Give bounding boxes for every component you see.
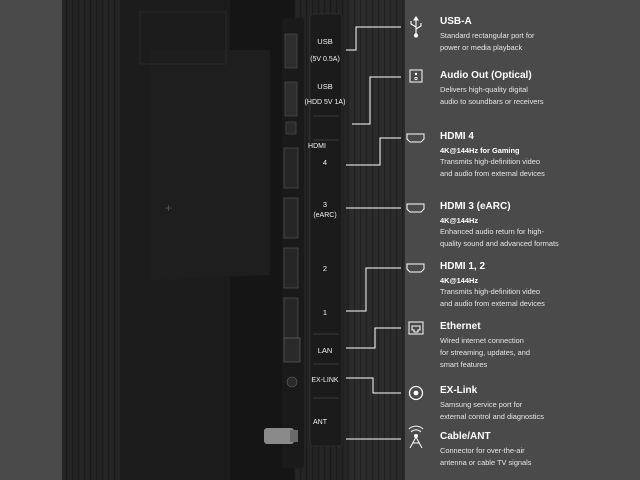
- strip-hdmi-header: HDMI: [308, 143, 326, 150]
- port-callout-exlink: EX-Link Samsung service port for externa…: [440, 385, 544, 423]
- port-callout-audio-out: Audio Out (Optical) Delivers high-qualit…: [440, 70, 544, 108]
- line-exlink: [346, 377, 401, 394]
- hdmi2-port: [283, 247, 299, 289]
- strip-exlink-label: EX-LINK: [311, 377, 339, 384]
- port-callout-ethernet: Ethernet Wired internet connection for s…: [440, 321, 530, 371]
- port-description: Standard rectangular port for power or m…: [440, 31, 535, 52]
- port-title: HDMI 3 (eARC): [440, 201, 511, 212]
- line-hdmi12: [346, 267, 401, 312]
- usb-a-port: [284, 33, 298, 69]
- info-area: [405, 0, 640, 480]
- port-label-strip: [309, 13, 343, 447]
- strip-usb-label: USB: [317, 37, 332, 46]
- port-callout-cable-ant: Cable/ANT Connector for over-the-air ant…: [440, 431, 531, 469]
- port-description: Delivers high-quality digital audio to s…: [440, 85, 544, 106]
- port-description: Transmits high-definition video and audi…: [440, 287, 545, 308]
- strip-hdmi1-number: 1: [323, 308, 327, 317]
- usb-hdd-port: [284, 81, 298, 117]
- line-optical: [352, 76, 401, 125]
- port-callout-hdmi12: HDMI 1, 2 4K@144Hz Transmits high-defini…: [440, 261, 545, 310]
- usb-icon: [410, 16, 422, 38]
- rating-label-area: [139, 11, 227, 65]
- strip-ant-label: ANT: [313, 419, 328, 426]
- strip-usb-hdd-rating: (HDD 5V 1A): [305, 99, 346, 106]
- strip-hdmi3-earc: (eARC): [313, 212, 336, 219]
- connector-lines: [346, 26, 401, 440]
- back-cover-plate: [150, 50, 270, 280]
- port-callout-hdmi3: HDMI 3 (eARC) 4K@144Hz Enhanced audio re…: [440, 201, 559, 250]
- port-title: HDMI 1, 2: [440, 261, 486, 272]
- lan-port: [283, 337, 301, 363]
- line-hdmi4: [346, 137, 401, 166]
- port-description: Wired internet connection for streaming,…: [440, 336, 530, 369]
- hdmi-icon: [406, 203, 425, 213]
- hdmi-icon: [406, 133, 425, 143]
- strip-usb-rating: (5V 0.5A): [310, 56, 340, 63]
- exlink-icon: [408, 385, 424, 401]
- port-title: USB-A: [440, 16, 472, 27]
- optical-port: [285, 121, 297, 135]
- port-spec: 4K@144Hz for Gaming: [440, 146, 520, 155]
- strip-hdmi4-number: 4: [323, 158, 327, 167]
- optical-icon: [409, 69, 423, 83]
- port-title: Ethernet: [440, 321, 481, 332]
- antenna-connector: [264, 428, 294, 444]
- port-title: EX-Link: [440, 385, 478, 396]
- port-title: Audio Out (Optical): [440, 70, 532, 81]
- port-connectors: [264, 18, 304, 468]
- port-description: Connector for over-the-air antenna or ca…: [440, 446, 532, 467]
- strip-hdmi3-number: 3: [323, 200, 327, 209]
- port-description: Enhanced audio return for high- quality …: [440, 227, 559, 248]
- strip-lan-label: LAN: [318, 346, 333, 355]
- antenna-icon: [408, 425, 424, 449]
- mount-plus-mark: +: [165, 201, 172, 215]
- line-ethernet: [346, 327, 401, 349]
- line-usb-a: [346, 26, 401, 51]
- strip-hdmi2-number: 2: [323, 264, 327, 273]
- hdmi1-port: [283, 297, 299, 339]
- hdmi3-port: [283, 197, 299, 239]
- port-callout-usb-a: USB-A Standard rectangular port for powe…: [440, 16, 535, 54]
- port-callout-hdmi4: HDMI 4 4K@144Hz for Gaming Transmits hig…: [440, 131, 545, 180]
- port-description: Samsung service port for external contro…: [440, 400, 544, 421]
- hdmi4-port: [283, 147, 299, 189]
- port-spec: 4K@144Hz: [440, 216, 479, 225]
- ethernet-icon: [408, 321, 424, 335]
- port-title: Cable/ANT: [440, 431, 491, 442]
- hdmi-icon: [406, 263, 425, 273]
- port-title: HDMI 4: [440, 131, 474, 142]
- tv-right-ribs: [348, 0, 408, 480]
- port-spec: 4K@144Hz: [440, 276, 479, 285]
- port-description: Transmits high-definition video and audi…: [440, 157, 545, 178]
- strip-dividers: [313, 115, 339, 399]
- exlink-port: [286, 376, 298, 388]
- strip-usb-hdd-label: USB: [317, 82, 332, 91]
